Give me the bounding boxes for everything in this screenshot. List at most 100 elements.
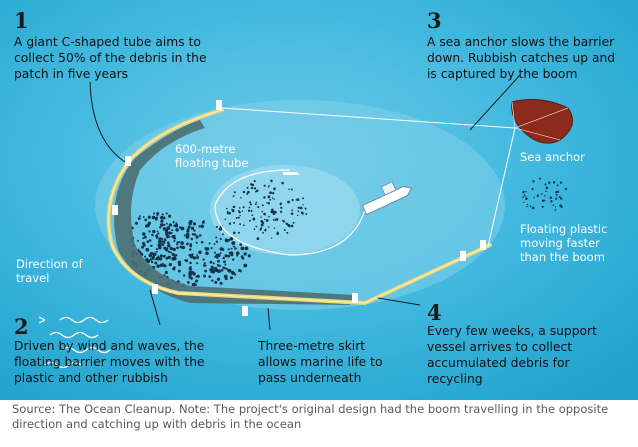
debris-particle xyxy=(156,235,159,238)
debris-particle xyxy=(161,213,164,216)
debris-particle xyxy=(272,192,275,195)
debris-particle xyxy=(188,275,192,279)
debris-particle xyxy=(172,247,176,252)
step-4-number: 4 xyxy=(427,300,442,325)
debris-particle xyxy=(159,263,164,267)
debris-particle xyxy=(241,210,244,212)
debris-particle xyxy=(168,214,172,218)
debris-particle xyxy=(229,236,234,241)
debris-particle xyxy=(145,257,149,262)
debris-particle xyxy=(227,238,231,242)
debris-particle xyxy=(210,265,214,269)
debris-particle xyxy=(261,210,264,213)
debris-particle xyxy=(222,233,224,236)
debris-particle xyxy=(558,196,561,198)
debris-particle xyxy=(270,210,273,214)
debris-particle xyxy=(246,186,249,189)
debris-particle xyxy=(222,266,225,270)
debris-particle xyxy=(231,271,235,275)
debris-particle xyxy=(151,234,154,237)
debris-particle xyxy=(156,230,159,233)
debris-particle xyxy=(250,209,253,213)
debris-particle xyxy=(224,276,228,281)
debris-particle xyxy=(224,238,228,242)
debris-particle xyxy=(168,223,173,227)
debris-particle xyxy=(214,280,218,284)
debris-particle xyxy=(165,248,168,252)
sea-anchor-label: Sea anchor xyxy=(520,150,585,164)
debris-particle xyxy=(545,190,547,193)
debris-particle xyxy=(189,261,192,265)
debris-particle xyxy=(263,196,266,199)
debris-particle xyxy=(165,222,168,225)
step-2-text: Driven by wind and waves, the floating b… xyxy=(14,339,205,385)
debris-particle xyxy=(287,200,290,204)
debris-particle xyxy=(171,252,175,256)
debris-particle xyxy=(297,206,300,209)
debris-particle xyxy=(191,283,195,287)
debris-particle xyxy=(273,227,276,229)
debris-particle xyxy=(268,184,270,187)
debris-particle xyxy=(242,206,245,209)
leader-line-2 xyxy=(149,289,161,326)
skirt-label: Three-metre skirt allows marine life to … xyxy=(258,339,383,385)
debris-particle xyxy=(152,212,156,215)
debris-particle xyxy=(550,200,553,203)
debris-particle xyxy=(273,187,276,191)
debris-particle xyxy=(280,206,283,209)
debris-particle xyxy=(141,245,144,249)
debris-particle xyxy=(175,222,178,225)
debris-particle xyxy=(233,231,236,235)
debris-particle xyxy=(302,204,304,206)
debris-particle xyxy=(147,215,151,219)
debris-particle xyxy=(536,194,540,197)
debris-particle xyxy=(267,202,271,205)
debris-particle xyxy=(164,270,168,274)
debris-particle xyxy=(234,247,237,250)
debris-particle xyxy=(299,206,303,210)
debris-particle xyxy=(168,231,172,235)
debris-particle xyxy=(260,223,264,227)
debris-particle xyxy=(219,247,224,251)
debris-particle xyxy=(247,190,250,194)
debris-particle xyxy=(144,255,147,258)
debris-particle xyxy=(149,251,154,256)
debris-particle xyxy=(552,204,555,207)
debris-particle xyxy=(260,227,263,230)
small-boat xyxy=(283,172,300,175)
debris-particle xyxy=(143,235,147,239)
debris-particle xyxy=(263,184,266,187)
debris-particle xyxy=(544,183,547,186)
debris-particle xyxy=(227,268,232,273)
debris-particle xyxy=(168,235,171,238)
debris-particle xyxy=(203,262,206,265)
debris-particle xyxy=(188,253,192,257)
debris-particle xyxy=(159,223,164,227)
debris-particle xyxy=(196,274,200,279)
step-3-text: A sea anchor slows the barrier down. Rub… xyxy=(427,35,616,81)
debris-particle xyxy=(159,247,162,249)
debris-particle xyxy=(189,242,192,246)
diagram-illustration xyxy=(0,0,638,400)
debris-particle xyxy=(253,228,256,231)
debris-particle xyxy=(266,202,268,204)
debris-particle xyxy=(227,254,231,258)
debris-particle xyxy=(556,184,559,187)
debris-particle xyxy=(267,195,271,199)
debris-particle xyxy=(231,241,236,246)
debris-particle xyxy=(172,221,175,224)
debris-particle xyxy=(139,215,141,217)
debris-particle xyxy=(545,186,549,190)
debris-particle xyxy=(171,229,174,232)
debris-particle xyxy=(202,264,206,267)
debris-particle xyxy=(144,218,148,222)
debris-particle xyxy=(541,205,544,208)
debris-particle xyxy=(167,250,170,253)
tube-label: 600-metre floating tube xyxy=(175,142,249,170)
debris-particle xyxy=(250,186,254,190)
debris-particle xyxy=(215,240,219,243)
debris-particle xyxy=(181,245,186,250)
debris-particle xyxy=(169,251,172,254)
debris-particle xyxy=(297,210,300,212)
support-vessel xyxy=(361,181,413,216)
